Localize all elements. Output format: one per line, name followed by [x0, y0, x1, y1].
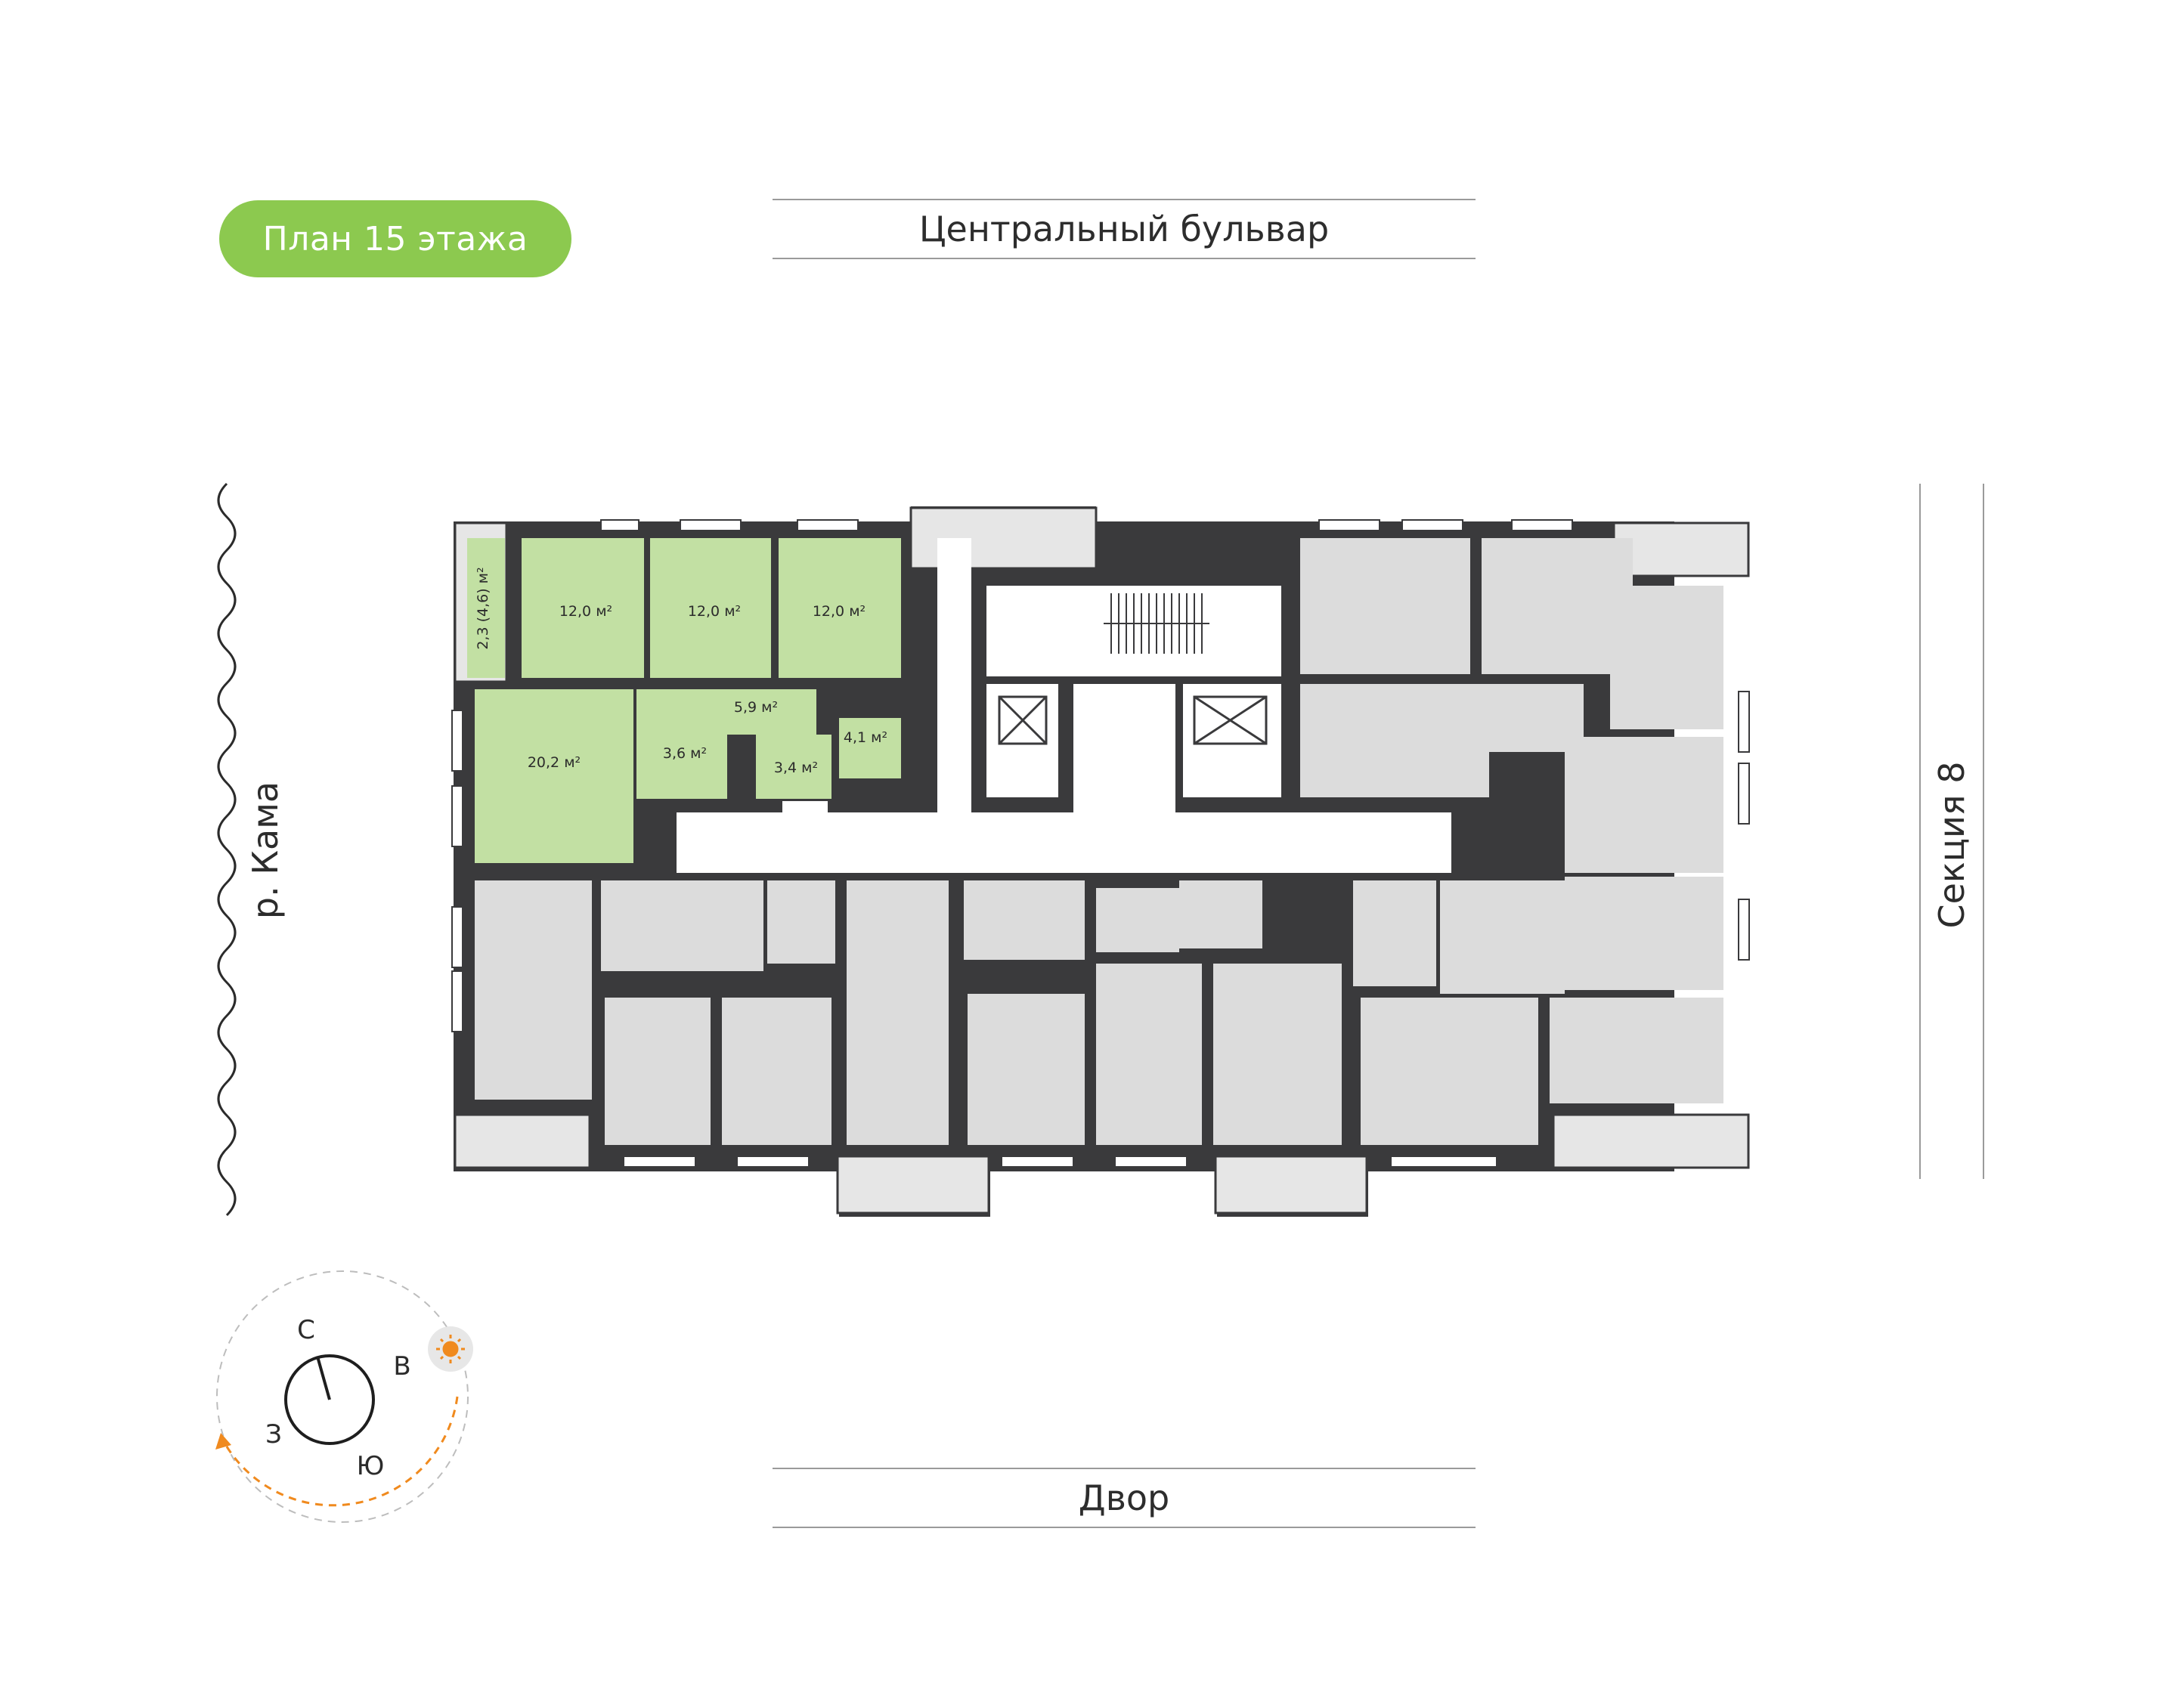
floor-title: План 15 этажа — [262, 219, 528, 258]
sun-path-arrow — [215, 1433, 231, 1450]
street-south-text: Двор — [1078, 1477, 1170, 1518]
staircase — [1104, 593, 1209, 654]
room-area-bedroom-1: 12,0 м² — [559, 603, 612, 620]
apartment-rooms-grey — [475, 538, 1723, 1145]
sun-icon — [436, 1335, 465, 1363]
elevator-shafts — [998, 695, 1268, 745]
room-area-corridor: 3,4 м² — [774, 760, 818, 776]
room-area-hall: 5,9 м² — [734, 699, 778, 716]
room-area-living: 20,2 м² — [528, 754, 581, 771]
compass-south-letter: Ю — [356, 1451, 385, 1481]
room-area-bedroom-3: 12,0 м² — [813, 603, 866, 620]
sun-path-arc — [219, 1396, 459, 1507]
compass-west-letter: З — [265, 1419, 282, 1450]
compass-east-letter: В — [393, 1351, 411, 1382]
compass — [215, 1270, 473, 1523]
room-area-bedroom-2: 12,0 м² — [688, 603, 741, 620]
compass-north-letter: С — [297, 1315, 315, 1345]
street-south-label: Двор — [773, 1468, 1476, 1528]
room-area-bath-1: 3,6 м² — [663, 745, 707, 762]
compass-needle — [316, 1356, 331, 1400]
room-area-bath-2: 4,1 м² — [844, 729, 887, 746]
room-labels: 2,3 (4,6) м² 12,0 м² 12,0 м² 12,0 м² 20,… — [475, 567, 887, 776]
highlighted-apartment — [467, 538, 901, 863]
river-wave — [217, 482, 237, 1217]
windows — [451, 519, 1750, 1168]
street-north-label: Центральный бульвар — [773, 199, 1476, 259]
compass-orbit — [216, 1270, 469, 1523]
street-north-text: Центральный бульвар — [918, 209, 1330, 249]
floor-title-badge: План 15 этажа — [219, 200, 571, 277]
room-area-balcony: 2,3 (4,6) м² — [475, 567, 491, 649]
